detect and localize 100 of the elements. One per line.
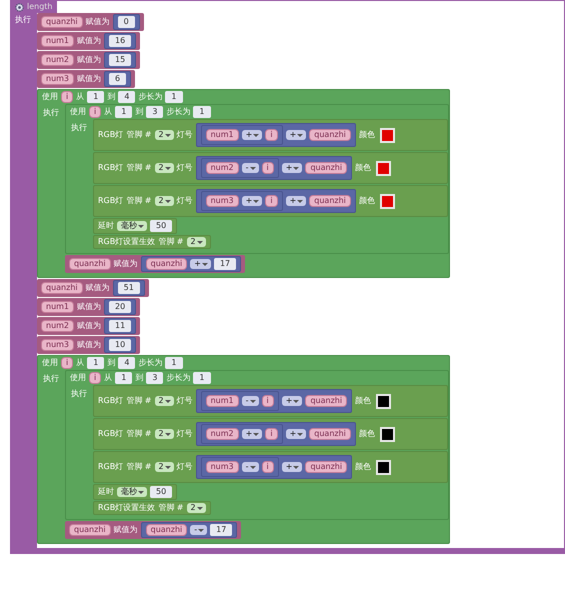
assign-block	[37, 51, 140, 69]
loop-block	[65, 370, 449, 520]
rgb-led-block	[93, 185, 448, 217]
operator-dropdown: -	[242, 396, 259, 406]
block-label: 从	[76, 358, 84, 368]
number-field: 11	[109, 320, 132, 332]
dropdown-field: 2	[154, 396, 174, 406]
operator-dropdown: +	[286, 429, 306, 439]
block-label: 灯号	[176, 429, 193, 439]
dropdown-field: 2	[154, 462, 174, 472]
variable-pill: quanzhi	[309, 129, 351, 141]
number-field: 51	[118, 282, 140, 294]
dropdown-field: 2	[154, 163, 174, 173]
block-label: 管脚 #	[126, 163, 152, 173]
assign-block	[37, 279, 149, 297]
block-label: 使用	[42, 358, 58, 368]
operator-dropdown: -	[242, 163, 259, 173]
block-label: RGB灯	[98, 462, 124, 472]
block-label: RGB灯	[98, 130, 124, 140]
dropdown-field: 2	[186, 503, 206, 513]
block-label: RGB灯	[98, 196, 124, 206]
assign-block	[65, 521, 242, 539]
variable-pill: i	[89, 372, 102, 384]
operator-dropdown: +	[190, 259, 211, 269]
color-swatch	[376, 460, 392, 474]
block-label: 管脚 #	[126, 396, 152, 406]
number-field: 1	[165, 357, 183, 369]
block-label: 从	[104, 107, 112, 117]
block-label: RGB灯设置生效	[98, 503, 156, 513]
variable-pill: i	[262, 162, 274, 174]
number-field: 3	[146, 106, 164, 118]
dropdown-field: 2	[154, 130, 174, 140]
number-field: 50	[150, 486, 172, 498]
block-label: 步长为	[166, 373, 190, 383]
block-label: 从	[76, 92, 84, 102]
number-field: 15	[109, 54, 132, 66]
block-label: 赋值为	[114, 259, 138, 269]
number-field: 6	[109, 73, 126, 85]
block-label: 步长为	[138, 358, 162, 368]
block-label: RGB灯	[98, 396, 124, 406]
function-name: length	[27, 2, 52, 12]
block-label: 管脚 #	[126, 462, 152, 472]
variable-pill: quanzhi	[305, 395, 348, 407]
block-label: 执行	[42, 107, 60, 118]
operator-dropdown: +	[282, 462, 302, 472]
variable-pill: num2	[41, 54, 74, 66]
loop-block	[37, 89, 450, 278]
loop-block	[37, 355, 450, 544]
number-field: 17	[214, 258, 236, 270]
assign-block	[37, 13, 144, 31]
block-label: 赋值为	[77, 74, 102, 84]
block-label: 步长为	[138, 92, 162, 102]
block-label: RGB灯设置生效	[98, 237, 156, 247]
variable-pill: num3	[206, 195, 239, 207]
number-field: 1	[193, 372, 211, 384]
operator-dropdown: -	[242, 462, 259, 472]
operator-dropdown: +	[242, 429, 262, 439]
block-label: 使用	[70, 373, 86, 383]
variable-pill: quanzhi	[146, 258, 188, 270]
variable-pill: quanzhi	[309, 195, 351, 207]
assign-block	[37, 298, 140, 316]
block-label: 灯号	[176, 163, 193, 173]
operator-dropdown: +	[286, 196, 306, 206]
block-label: 赋值为	[77, 340, 102, 350]
rgb-led-block	[93, 451, 448, 483]
block-label: 管脚 #	[158, 237, 184, 247]
block-label: 步长为	[166, 107, 190, 117]
rgb-led-block	[93, 152, 448, 184]
variable-pill: quanzhi	[146, 524, 188, 536]
block-label: 执行	[70, 122, 88, 133]
block-label: 颜色	[358, 130, 375, 140]
block-label: 到	[107, 92, 116, 102]
variable-pill: num3	[41, 73, 74, 85]
color-swatch	[380, 426, 395, 442]
block-label: 从	[104, 373, 112, 383]
number-field: 17	[210, 524, 232, 536]
number-field: 10	[109, 339, 132, 351]
variable-pill: quanzhi	[41, 282, 83, 294]
delay-block	[93, 218, 178, 234]
dropdown-field: 毫秒	[117, 487, 147, 497]
block-label: 到	[107, 358, 116, 368]
variable-pill: num1	[41, 301, 74, 313]
variable-pill: num2	[206, 162, 239, 174]
operator-dropdown: +	[242, 196, 262, 206]
number-field: 1	[193, 106, 211, 118]
color-swatch	[380, 128, 395, 142]
color-swatch	[380, 194, 395, 208]
variable-pill: quanzhi	[69, 258, 111, 270]
block-label: 执行	[11, 13, 37, 548]
variable-pill: i	[262, 395, 274, 407]
variable-pill: num3	[206, 461, 239, 473]
block-label: 灯号	[176, 196, 193, 206]
variable-pill: num2	[41, 320, 74, 332]
number-field: 3	[146, 372, 164, 384]
block-label: 颜色	[355, 462, 372, 472]
color-swatch	[376, 160, 392, 176]
number-field: 4	[118, 357, 136, 369]
block-label: 赋值为	[86, 283, 110, 293]
number-field: 20	[109, 301, 132, 313]
rgb-led-block	[93, 418, 448, 450]
